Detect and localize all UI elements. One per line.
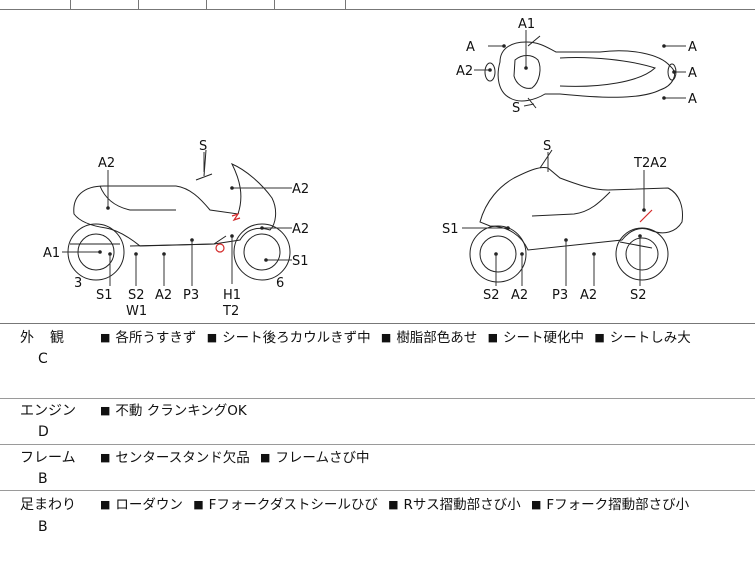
table-divider	[345, 0, 346, 9]
diagram-label: S2	[630, 288, 647, 303]
section-divider	[0, 444, 755, 445]
section-items-engine: ■ 不動 クランキングOK	[100, 402, 253, 421]
diagram-label: P3	[183, 288, 199, 303]
diagram-label: S1	[96, 288, 113, 303]
section-items-exterior: ■ 各所うすきず ■ シート後ろカウルきず中 ■ 樹脂部色あせ ■ シート硬化中 ■ シー…	[100, 329, 697, 348]
diagram-label: A2	[98, 156, 115, 171]
diagram-label: A2	[292, 182, 309, 197]
table-divider	[274, 0, 275, 9]
list-item: ローダウン	[115, 497, 183, 513]
diagram-label: S	[199, 139, 207, 154]
bullet-icon: ■	[380, 331, 392, 344]
section-label-engine: エンジン	[20, 403, 76, 419]
diagram-label: S1	[292, 254, 309, 269]
diagram-label: A2	[456, 64, 473, 79]
damage-diagram: A1 A A2 S A A A S A2 A2 A2 A1 S1 3 S1 S2…	[43, 17, 697, 319]
diagram-label: 3	[74, 276, 82, 291]
diagram-label: A	[466, 40, 475, 55]
diagram-label: S2	[128, 288, 145, 303]
list-item: シート後ろカウルきず中	[222, 330, 371, 346]
list-item: Fフォークダストシールひび	[208, 497, 378, 513]
list-item: 不動 クランキングOK	[115, 403, 247, 419]
table-rule	[0, 9, 755, 10]
list-item: 樹脂部色あせ	[396, 330, 478, 346]
bullet-icon: ■	[594, 331, 605, 344]
scooter-top-view-icon	[484, 35, 677, 109]
bullet-icon: ■	[100, 331, 111, 344]
bullet-icon: ■	[388, 498, 399, 511]
section-divider	[0, 323, 755, 324]
grade-suspension: B	[38, 519, 48, 535]
table-divider	[206, 0, 207, 9]
bullet-icon: ■	[206, 331, 218, 344]
list-item: シートしみ大	[609, 330, 691, 346]
bullet-icon: ■	[193, 498, 204, 511]
section-label-suspension: 足まわり	[20, 497, 76, 513]
diagram-label: 6	[276, 276, 284, 291]
diagram-label: A1	[43, 246, 60, 261]
list-item: センタースタンド欠品	[115, 450, 250, 466]
diagram-label: A2	[511, 288, 528, 303]
section-divider	[0, 490, 755, 491]
diagram-label: A1	[518, 17, 535, 32]
list-item: 各所うすきず	[115, 330, 197, 346]
scooter-right-view-icon	[469, 149, 683, 283]
diagram-label: S	[512, 101, 520, 116]
list-item: フレームさび中	[275, 450, 370, 466]
list-item: Fフォーク摺動部さび小	[546, 497, 690, 513]
bullet-icon: ■	[100, 498, 111, 511]
diagram-label: A2	[580, 288, 597, 303]
diagram-label: W1	[126, 304, 147, 319]
diagram-labels: A1 A A2 S A A A S A2 A2 A2 A1 S1 3 S1 S2…	[43, 17, 697, 319]
diagram-label: S2	[483, 288, 500, 303]
diagram-label: S1	[442, 222, 459, 237]
section-items-frame: ■ センタースタンド欠品 ■ フレームさび中	[100, 449, 376, 468]
section-divider	[0, 398, 755, 399]
grade-exterior: C	[38, 351, 48, 367]
bullet-icon: ■	[530, 498, 542, 511]
diagram-label: P3	[552, 288, 568, 303]
damage-mark-icon	[215, 209, 653, 253]
diagram-label: A2	[292, 222, 309, 237]
bullet-icon: ■	[260, 451, 271, 464]
diagram-label: S	[543, 139, 551, 154]
bullet-icon: ■	[100, 404, 111, 417]
grade-engine: D	[38, 424, 49, 440]
list-item: Rサス摺動部さび小	[403, 497, 521, 513]
grade-frame: B	[38, 471, 48, 487]
diagram-label: A	[688, 92, 697, 107]
diagram-label: T2A2	[633, 156, 667, 171]
section-items-suspension: ■ ローダウン ■ Fフォークダストシールひび ■ Rサス摺動部さび小 ■ Fフォーク摺…	[100, 496, 695, 515]
diagram-label: A	[688, 66, 697, 81]
table-divider	[138, 0, 139, 9]
bullet-icon: ■	[487, 331, 499, 344]
table-divider	[70, 0, 71, 9]
section-label-frame: フレーム	[20, 450, 76, 466]
diagram-label: T2	[222, 304, 239, 319]
section-label-exterior: 外 観	[20, 330, 65, 346]
diagram-label: A2	[155, 288, 172, 303]
list-item: シート硬化中	[503, 330, 585, 346]
bullet-icon: ■	[100, 451, 111, 464]
diagram-label: A	[688, 40, 697, 55]
diagram-label: H1	[223, 288, 241, 303]
